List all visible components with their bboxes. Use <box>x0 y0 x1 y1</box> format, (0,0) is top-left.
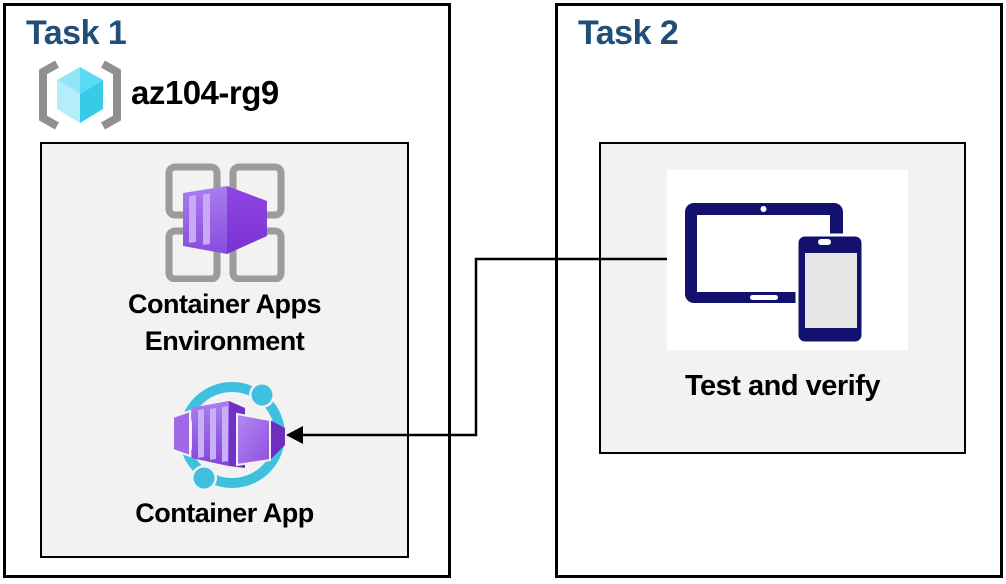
task1-title: Task 1 <box>26 14 127 52</box>
environment-label: Container Apps Environment <box>42 286 407 360</box>
task2-title: Task 2 <box>578 14 679 52</box>
container-app-icon <box>172 382 285 491</box>
resource-group-name: az104-rg9 <box>131 74 279 111</box>
test-and-verify-label: Test and verify <box>684 370 881 402</box>
task2-box: Task 2 Test and verify <box>555 3 1003 578</box>
environment-label-line2: Environment <box>144 326 305 356</box>
task2-inner-box: Test and verify <box>599 142 966 454</box>
resource-group-icon <box>39 60 121 130</box>
task1-box: Task 1 az104-rg9 <box>3 3 451 578</box>
devices-icon <box>685 203 865 345</box>
container-app-label: Container App <box>135 498 314 528</box>
container-apps-environment-icon <box>165 163 285 282</box>
devices-panel <box>667 170 908 350</box>
task1-inner-box: Container Apps Environment <box>40 142 409 558</box>
environment-label-line1: Container Apps <box>127 289 322 319</box>
